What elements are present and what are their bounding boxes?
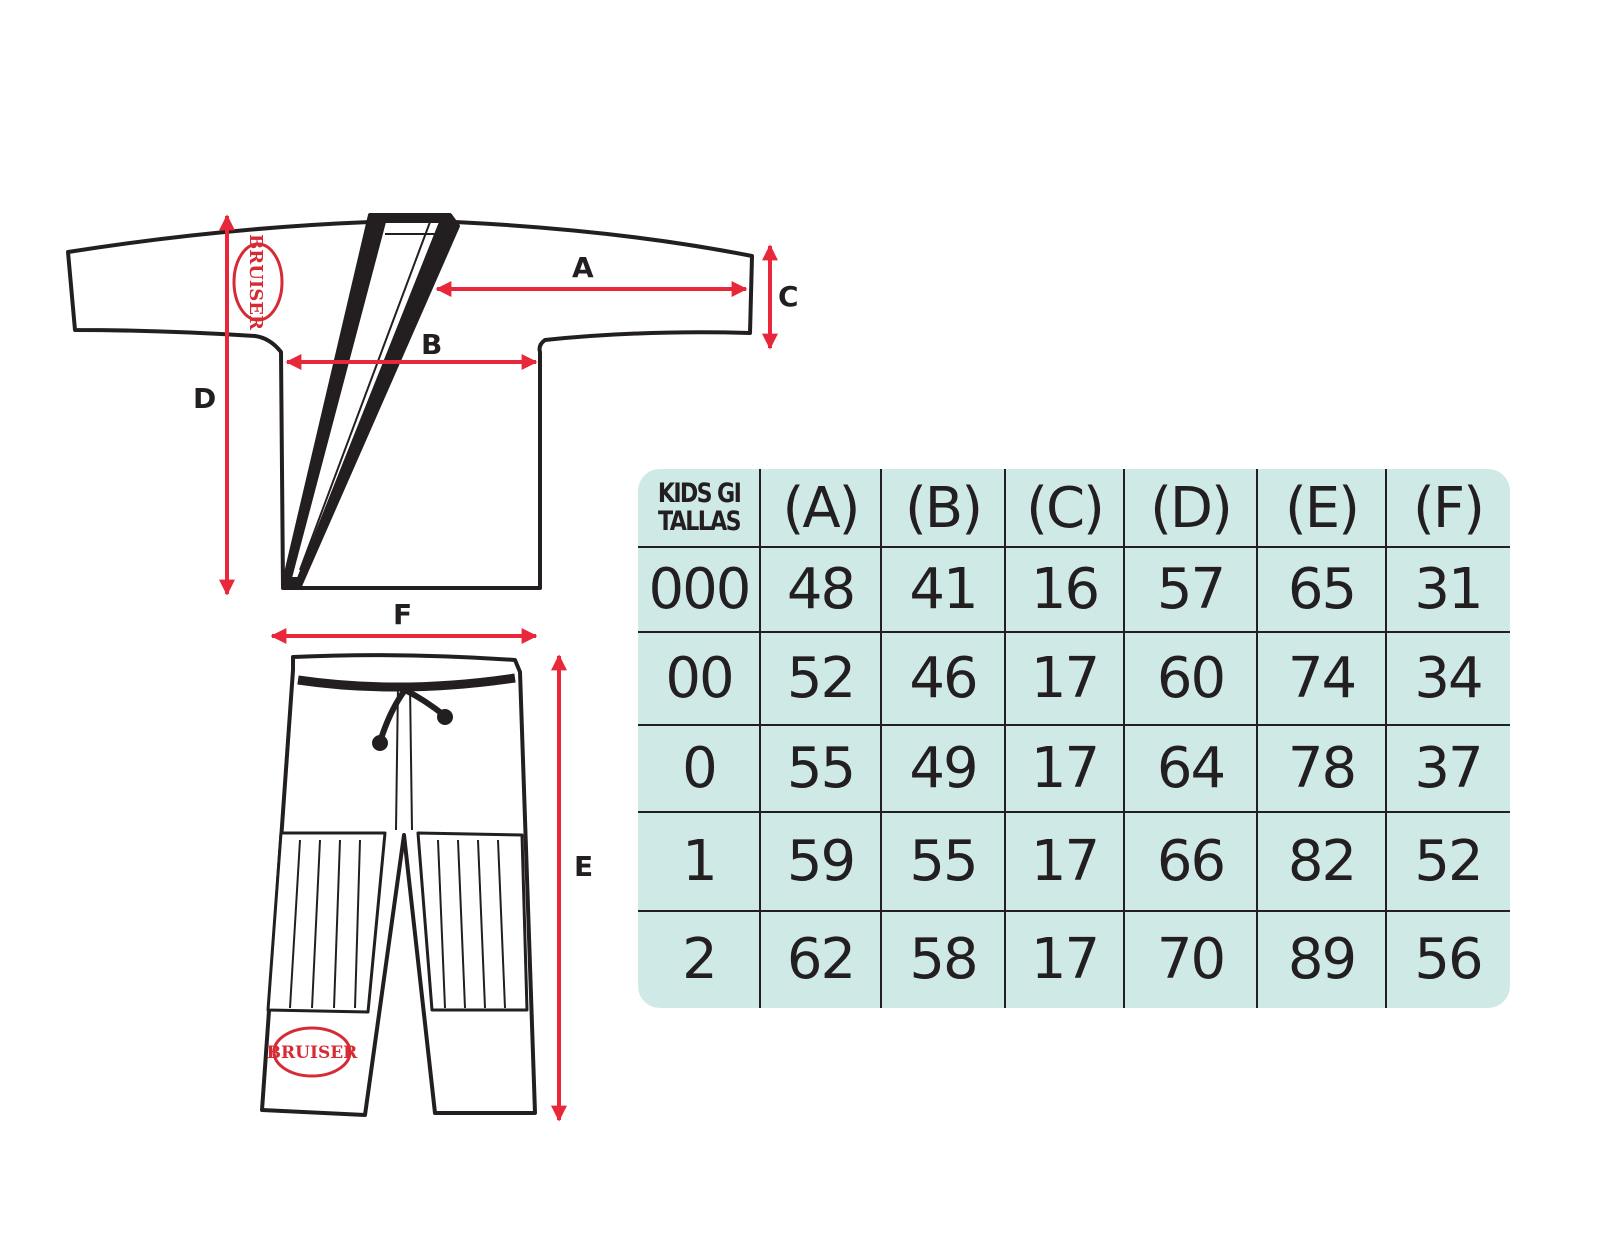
- column-header: (F): [1413, 475, 1485, 541]
- label-f: F: [393, 598, 412, 631]
- value-cell: 64: [1156, 736, 1226, 801]
- value-cell: 17: [1030, 927, 1100, 992]
- column-divider: [1004, 469, 1006, 1008]
- size-cell: 00: [665, 646, 734, 711]
- value-cell: 48: [786, 557, 856, 622]
- column-divider: [880, 469, 882, 1008]
- value-cell: 59: [786, 829, 856, 894]
- row-divider: [638, 546, 1510, 548]
- value-cell: 41: [909, 557, 978, 622]
- label-d: D: [193, 382, 216, 415]
- value-cell: 78: [1287, 736, 1357, 801]
- label-a: A: [572, 251, 594, 284]
- corner-corner-line1: KIDS GI: [657, 478, 742, 509]
- column-header: (A): [782, 475, 860, 541]
- value-cell: 55: [909, 829, 978, 894]
- value-cell: 52: [1414, 829, 1483, 894]
- size-cell: 0: [682, 736, 718, 801]
- value-cell: 56: [1414, 927, 1483, 992]
- jacket: [66, 213, 754, 590]
- value-cell: 34: [1414, 646, 1483, 711]
- value-cell: 74: [1287, 646, 1357, 711]
- value-cell: 62: [786, 927, 856, 992]
- column-header: (C): [1026, 475, 1105, 541]
- row-divider: [638, 724, 1510, 726]
- column-header: (E): [1284, 475, 1360, 541]
- value-cell: 70: [1156, 927, 1226, 992]
- value-cell: 58: [909, 927, 978, 992]
- corner-corner-line2: TALLAS: [658, 506, 742, 537]
- column-header: (B): [904, 475, 983, 541]
- svg-text:BRUISER: BRUISER: [245, 234, 266, 331]
- value-cell: 17: [1030, 736, 1100, 801]
- value-cell: 46: [909, 646, 978, 711]
- label-e: E: [574, 850, 593, 883]
- value-cell: 37: [1414, 736, 1483, 801]
- row-divider: [638, 910, 1510, 912]
- value-cell: 52: [786, 646, 856, 711]
- label-b: B: [421, 328, 442, 361]
- value-cell: 17: [1030, 829, 1100, 894]
- pants: [260, 653, 537, 1117]
- value-cell: 65: [1287, 557, 1357, 622]
- size-cell: 000: [648, 557, 752, 622]
- svg-text:BRUISER: BRUISER: [267, 1043, 359, 1063]
- column-header: (D): [1150, 475, 1233, 541]
- size-cell: 1: [682, 829, 718, 894]
- value-cell: 66: [1156, 829, 1226, 894]
- value-cell: 17: [1030, 646, 1100, 711]
- row-divider: [638, 811, 1510, 813]
- value-cell: 55: [786, 736, 856, 801]
- column-divider: [759, 469, 761, 1008]
- column-divider: [1123, 469, 1125, 1008]
- label-c: C: [778, 280, 799, 313]
- value-cell: 82: [1287, 829, 1357, 894]
- value-cell: 60: [1156, 646, 1226, 711]
- value-cell: 89: [1287, 927, 1357, 992]
- row-divider: [638, 631, 1510, 633]
- column-divider: [1256, 469, 1258, 1008]
- bruiser-logo-pants: BRUISER: [267, 1026, 359, 1078]
- value-cell: 49: [909, 736, 978, 801]
- column-divider: [1385, 469, 1387, 1008]
- value-cell: 16: [1030, 557, 1100, 622]
- size-cell: 2: [682, 927, 718, 992]
- value-cell: 31: [1414, 557, 1483, 622]
- value-cell: 57: [1156, 557, 1226, 622]
